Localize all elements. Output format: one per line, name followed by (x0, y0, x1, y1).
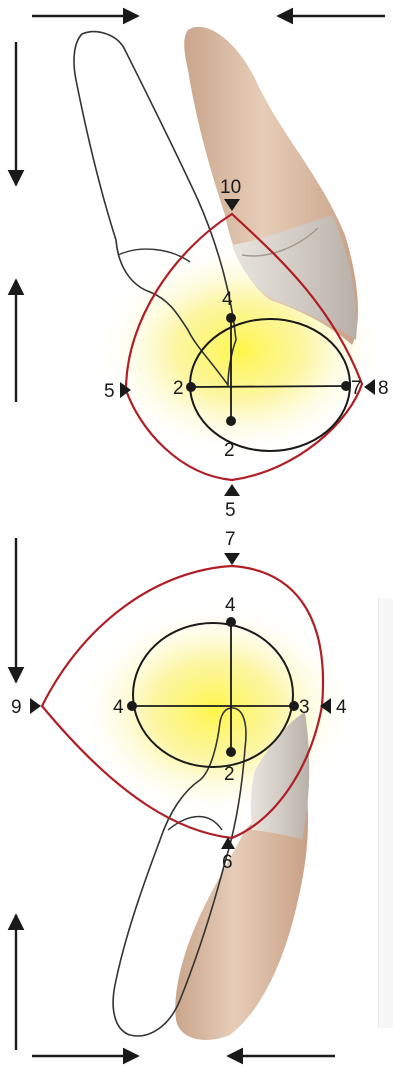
upper-label-left-outer: 5 (104, 381, 115, 402)
upper-diagram: 10 5 8 5 4 2 7 2 (73, 26, 389, 521)
lower-boundary (40, 564, 325, 840)
force-arrows (7, 7, 385, 1065)
upper-outline-tooth (73, 30, 237, 388)
lower-label-top-outer: 7 (225, 529, 236, 550)
lower-label-ellipse-bottom: 2 (224, 764, 235, 785)
upper-outline-cervical (117, 248, 191, 263)
lower-label-right-outer: 4 (336, 697, 347, 718)
upper-label-ellipse-right: 7 (351, 378, 362, 399)
upper-boundary (124, 212, 364, 482)
side-panel-edge (378, 598, 393, 1028)
upper-dot-left (186, 382, 196, 392)
upper-marker-top (224, 199, 240, 211)
lower-outline-cervical (167, 815, 223, 831)
lower-dot-right (289, 701, 299, 711)
lower-label-ellipse-top: 4 (225, 595, 236, 616)
upper-marker-bottom (224, 484, 240, 496)
lower-outline-tooth (112, 707, 247, 1037)
lower-marker-bottom (221, 837, 235, 849)
upper-marker-left (120, 382, 131, 398)
lower-label-left-outer: 9 (11, 697, 22, 718)
lower-marker-top (224, 553, 240, 565)
lower-dot-top (226, 617, 236, 627)
upper-dot-top (226, 313, 236, 323)
upper-marker-right (364, 379, 375, 395)
lower-ellipse (132, 622, 294, 768)
upper-label-top: 10 (220, 177, 241, 198)
upper-label-ellipse-bottom: 2 (224, 440, 235, 461)
lower-diagram: 7 9 4 6 4 4 3 2 (11, 529, 355, 1040)
lower-label-bottom-outer: 6 (222, 852, 233, 873)
lower-grey-crown (250, 712, 310, 840)
lower-label-ellipse-right: 3 (299, 697, 310, 718)
lower-dot-left (127, 701, 137, 711)
upper-label-ellipse-left: 2 (173, 378, 184, 399)
lower-dot-bottom (226, 747, 236, 757)
lower-marker-right (320, 698, 331, 714)
upper-label-bottom-outer: 5 (225, 500, 236, 521)
lower-marker-left (30, 698, 41, 714)
upper-crown-line (241, 227, 319, 257)
upper-label-right-outer: 8 (378, 378, 389, 399)
upper-label-ellipse-top: 4 (222, 289, 233, 310)
lower-label-ellipse-left: 4 (113, 697, 124, 718)
upper-axis-horizontal (190, 385, 347, 388)
upper-dot-bottom (226, 416, 236, 426)
upper-grey-crown (232, 215, 357, 340)
upper-dot-right (341, 381, 351, 391)
